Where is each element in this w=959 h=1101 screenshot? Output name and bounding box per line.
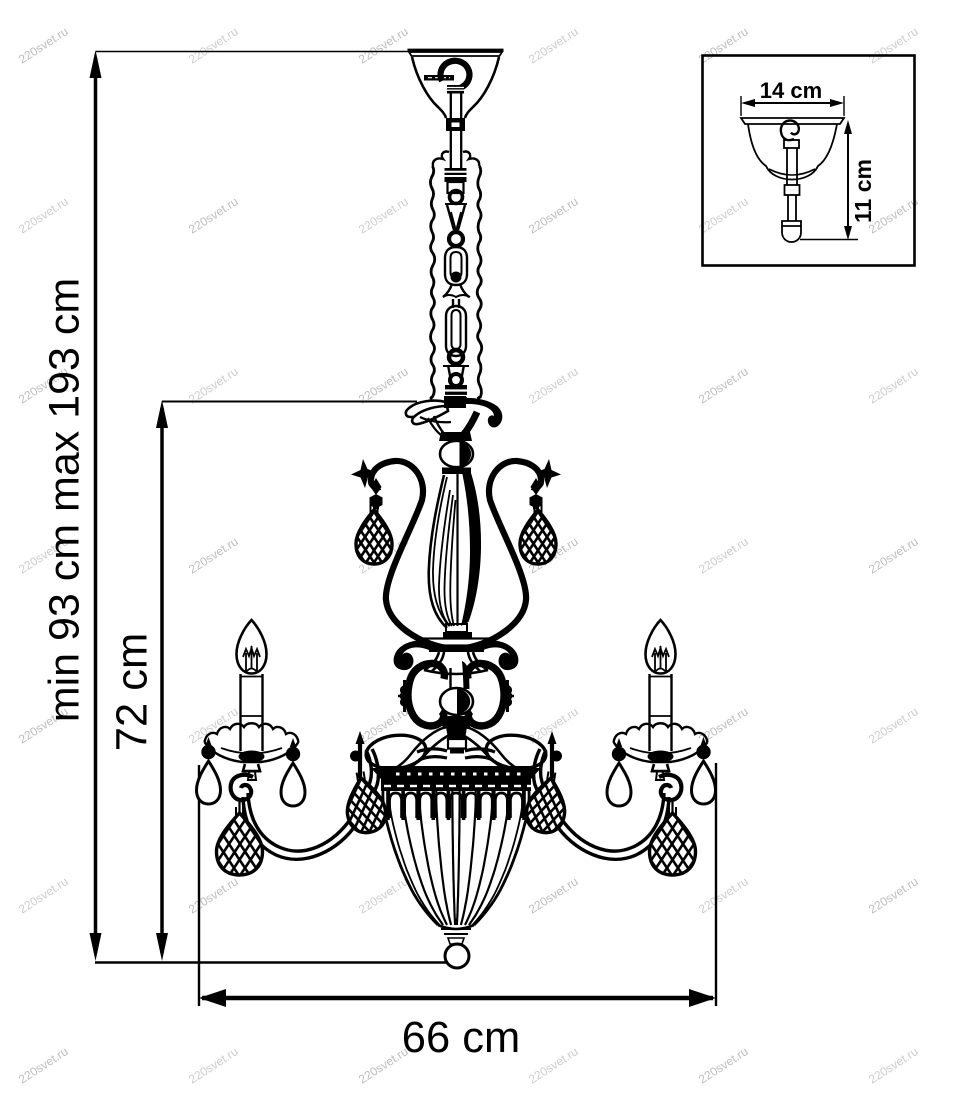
svg-text:220svet.ru: 220svet.ru xyxy=(526,364,581,406)
svg-text:220svet.ru: 220svet.ru xyxy=(866,874,921,916)
svg-text:220svet.ru: 220svet.ru xyxy=(186,534,241,576)
svg-text:72 cm: 72 cm xyxy=(109,633,157,751)
svg-text:220svet.ru: 220svet.ru xyxy=(696,364,751,406)
svg-text:220svet.ru: 220svet.ru xyxy=(696,24,751,66)
svg-text:220svet.ru: 220svet.ru xyxy=(186,874,241,916)
svg-text:220svet.ru: 220svet.ru xyxy=(356,24,411,66)
svg-text:220svet.ru: 220svet.ru xyxy=(866,704,921,746)
svg-text:220svet.ru: 220svet.ru xyxy=(186,364,241,406)
svg-text:66 cm: 66 cm xyxy=(402,1014,520,1062)
svg-text:220svet.ru: 220svet.ru xyxy=(186,1044,241,1086)
svg-text:220svet.ru: 220svet.ru xyxy=(526,874,581,916)
svg-text:220svet.ru: 220svet.ru xyxy=(526,1044,581,1086)
svg-text:220svet.ru: 220svet.ru xyxy=(16,24,71,66)
svg-text:220svet.ru: 220svet.ru xyxy=(696,1044,751,1086)
svg-text:220svet.ru: 220svet.ru xyxy=(866,1044,921,1086)
svg-text:220svet.ru: 220svet.ru xyxy=(696,194,751,236)
svg-text:220svet.ru: 220svet.ru xyxy=(356,364,411,406)
svg-text:14 cm: 14 cm xyxy=(760,78,822,103)
svg-text:220svet.ru: 220svet.ru xyxy=(356,704,411,746)
svg-text:220svet.ru: 220svet.ru xyxy=(696,534,751,576)
svg-text:220svet.ru: 220svet.ru xyxy=(866,534,921,576)
svg-text:220svet.ru: 220svet.ru xyxy=(356,874,411,916)
svg-text:220svet.ru: 220svet.ru xyxy=(356,194,411,236)
svg-text:11 cm: 11 cm xyxy=(850,159,876,223)
svg-text:220svet.ru: 220svet.ru xyxy=(866,24,921,66)
svg-text:220svet.ru: 220svet.ru xyxy=(526,24,581,66)
svg-text:220svet.ru: 220svet.ru xyxy=(696,874,751,916)
svg-text:220svet.ru: 220svet.ru xyxy=(16,874,71,916)
svg-text:220svet.ru: 220svet.ru xyxy=(16,1044,71,1086)
svg-text:min 93 cm max 193 cm: min 93 cm max 193 cm xyxy=(41,278,89,722)
svg-text:220svet.ru: 220svet.ru xyxy=(526,194,581,236)
svg-text:220svet.ru: 220svet.ru xyxy=(186,24,241,66)
svg-text:220svet.ru: 220svet.ru xyxy=(186,194,241,236)
svg-text:220svet.ru: 220svet.ru xyxy=(16,194,71,236)
svg-text:220svet.ru: 220svet.ru xyxy=(866,364,921,406)
